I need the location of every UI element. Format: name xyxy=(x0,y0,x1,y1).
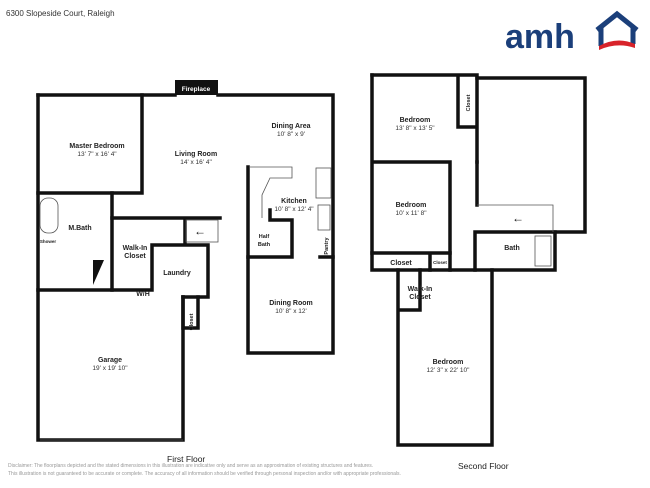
fireplace xyxy=(175,80,218,95)
bath-label: Bath xyxy=(504,245,520,252)
dining-area-dims: 10' 8" x 9' xyxy=(277,131,305,138)
bedroom3-dims: 12' 3" x 22' 10" xyxy=(427,367,471,374)
walk-in-closet-label-1: Walk-In xyxy=(123,245,148,252)
walk-in-closet2-label-2: Closet xyxy=(409,294,431,301)
wh-label: W/H xyxy=(136,291,150,298)
amh-logo: amh xyxy=(505,10,639,56)
closet3-label: Closet xyxy=(433,260,447,265)
bedroom1-label: Bedroom xyxy=(400,117,431,124)
bedroom2-label: Bedroom xyxy=(396,202,427,209)
second-floor-plan: ← Bedroom 13' 8" x 13' 5" Closet Bedroom… xyxy=(370,73,587,447)
garage-dims: 19' x 19' 10" xyxy=(92,365,128,372)
kitchen-dims: 10' 8" x 12' 4" xyxy=(274,206,314,213)
disclaimer-line-2: This illustration is not guaranteed to b… xyxy=(8,471,401,477)
bedroom1-dims: 13' 8" x 13' 5" xyxy=(395,125,435,132)
half-bath-label-2: Bath xyxy=(258,242,271,248)
closet-label: Closet xyxy=(189,313,195,330)
walk-in-closet2-label-1: Walk-In xyxy=(408,286,433,293)
bedroom3-label: Bedroom xyxy=(433,359,464,366)
second-floor-label: Second Floor xyxy=(458,461,509,471)
swoosh-icon xyxy=(599,40,635,50)
pantry-label: Pantry xyxy=(324,237,330,255)
garage-label: Garage xyxy=(98,357,122,364)
first-floor-label: First Floor xyxy=(167,454,206,464)
svg-text:←: ← xyxy=(194,224,206,238)
bedroom2-dims: 10' x 11' 8" xyxy=(395,210,427,217)
first-floor-plan: Fireplace ← Master Bedroom 13' 7" x 16' … xyxy=(36,80,335,442)
living-room-dims: 14' x 16' 4" xyxy=(180,159,212,166)
dining-room-dims: 10' 8" x 12' xyxy=(275,308,307,315)
dining-area-label: Dining Area xyxy=(271,123,310,130)
laundry-label: Laundry xyxy=(163,270,191,277)
house-icon xyxy=(595,10,639,46)
walk-in-closet-label-2: Closet xyxy=(124,253,146,260)
dining-room-label: Dining Room xyxy=(269,300,313,307)
property-address: 6300 Slopeside Court, Raleigh xyxy=(6,9,115,18)
master-bedroom-dims: 13' 7" x 16' 4" xyxy=(77,151,117,158)
living-room-label: Living Room xyxy=(175,151,217,158)
half-bath-label-1: Half xyxy=(259,234,270,240)
logo-text: amh xyxy=(505,18,575,56)
svg-text:←: ← xyxy=(512,211,524,225)
kitchen-label: Kitchen xyxy=(281,198,307,205)
m-bath-label: M.Bath xyxy=(68,225,91,232)
closet2-label: Closet xyxy=(390,260,412,267)
fireplace-label: Fireplace xyxy=(182,86,211,93)
shower-label: Shower xyxy=(40,239,57,244)
disclaimer-line-1: Disclaimer: The floorplans depicted and … xyxy=(8,463,374,469)
master-bedroom-label: Master Bedroom xyxy=(69,143,124,150)
closet1-label: Closet xyxy=(466,94,472,111)
